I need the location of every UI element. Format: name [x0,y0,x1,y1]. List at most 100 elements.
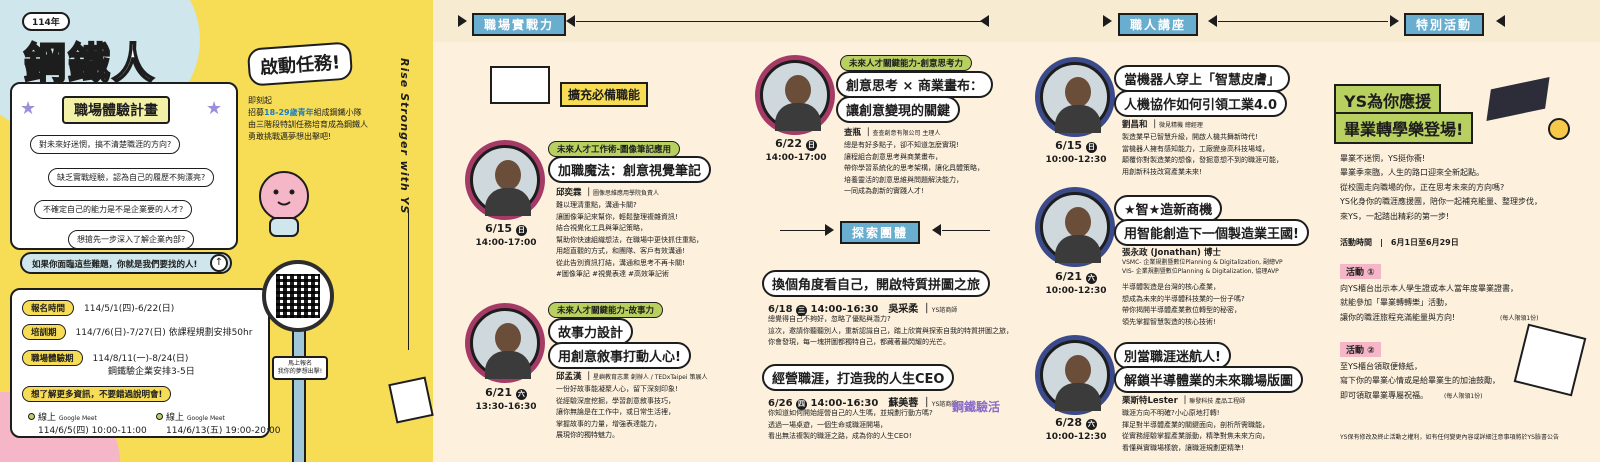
flag-icon [1390,15,1399,27]
activity-1-note: (每人限領1份) [1500,315,1539,322]
lecture-date: 6/15 日 [1055,139,1097,153]
section-explore: 探索團體 [840,221,921,244]
year-badge: 114年 [22,12,70,31]
talk-time: 13:30-16:30 [475,402,537,412]
talk-title: 創意思考 × 商業畫布： [836,71,993,98]
lecture-title: 別當職涯迷航人! [1114,342,1231,369]
speaker-name: 張永政 (Jonathan) 博士 [1122,248,1221,258]
talk-tag: 未來人才工作術-圖像筆記應用 [548,141,681,157]
speaker-photo [1040,340,1110,411]
lecture-time: 10:00-12:30 [1045,432,1107,442]
lecture-desc: 職涯方向不明確?小心原地打轉! 揮足對半導體產業的關鍵面向，剖析所需職能， 從實… [1122,409,1269,452]
activity-2-note: (每人限領1份) [1444,393,1483,400]
speaker-photo [470,145,540,216]
special-intro: 畢業不迷惘，YS挺你衝! 畢業季來臨，人生的路口迎來全新起點。 從校園走向職場的… [1340,154,1542,221]
slogan-vertical: Rise Stronger with YS [398,58,411,215]
explore-title: 換個角度看自己，開啟特質拼圖之旅 [762,270,991,297]
lecture-time: 10:00-12:30 [1045,155,1107,165]
talk-date: 6/15 日 [485,222,527,236]
talk-tag: 未來人才關鍵能力-故事力 [548,302,664,318]
talk-desc: 一份好故事能凝聚人心，留下深刻印象! 從經驗深度挖掘，學習創意敘事技巧， 讓你無… [556,385,678,440]
flag-icon [980,15,989,27]
flag-icon [1208,15,1217,27]
talk-date: 6/22 日 [775,137,817,151]
explore-title: 經營職涯，打造我的人生CEO [762,364,955,391]
explore-meta: 6/18 三 14:00-16:30 吳采柔 ｜YS諮商師 [768,304,958,316]
plan-title: 職場體驗計畫 [62,96,170,124]
talk-title: 加職魔法：創意視覺筆記 [548,156,712,183]
stamp-logo: 鋼鐵驗活 [952,400,1001,414]
graduation-cap-icon [1486,76,1550,122]
activity-1-label: 活動 ① [1340,264,1381,279]
talk-title: 故事力設計 [548,318,634,345]
divider [1218,21,1388,22]
lecture-date: 6/21 六 [1055,270,1097,284]
certificate-icon [1513,323,1587,397]
lecture-title: 用智能創造下一個製造業王國! [1114,219,1309,246]
lecture-title: 解鎖半導體業的未來職場版圖 [1114,366,1304,393]
more-info: 想了解更多資訊，不要錯過說明會! [22,386,181,402]
talk-time: 14:00-17:00 [765,153,827,163]
speaker-role: VSMC- 企業規劃暨數位Planning & Digitalization, … [1122,259,1283,275]
brand-title: 鋼鐵人 [23,38,157,89]
lecture-time: 10:00-12:30 [1045,286,1107,296]
section-lecture: 職人講座 [1118,13,1199,36]
question-bubble: 對未來好迷惘，搞不清楚職涯的方向? [30,135,181,154]
info-row: 鋼鐵驗企業安排3-5日 [108,367,195,377]
arrow-up-icon: ↑ [210,254,228,272]
activity-2-label: 活動 ② [1340,342,1381,357]
mascot-illustration [259,171,309,237]
explore-desc: 總覺得自己不夠好，忽略了優點與潛力? 這次，邀請你聽聽別人，重新認識自己，踏上欣… [768,315,1013,347]
special-title: 畢業轉學樂登場! [1334,112,1474,144]
notepad-icon [388,376,434,424]
qr-sign: 馬上報名 我你的夢想出擊! [272,356,328,380]
qr-frame [262,260,334,332]
lecture-title: 人機協作如何引領工業4.0 [1114,90,1288,117]
speaker-name: 邱孟漢 ｜星嶼教育志業 創辦人 / TEDxTaipei 策展人 [556,372,708,382]
talk-desc: 總是有好多點子，卻不知道怎麼實現! 讓程組合創意思考與商業畫布， 帶你學習系統化… [844,141,984,196]
speaker-photo [470,308,540,379]
dot-icon [156,413,163,420]
talk-title: 讓創意變現的關鍵 [836,96,961,123]
lecture-desc: 半導體製造是台灣的核心產業， 想成為未來的半導體科技業的一份子嗎? 帶你揭開半導… [1122,283,1245,326]
sign-pole [292,330,306,462]
talk-time: 14:00-17:00 [475,238,537,248]
skill-label: 擴充必備職能 [560,82,649,107]
divider [780,230,828,231]
lecture-date: 6/28 六 [1055,416,1097,430]
call-banner: 如果你面臨這些難題，你就是我們要找的人! [20,252,232,274]
speaker-name: 劉昌和 ｜微見精機 總經理 [1122,120,1203,130]
explore-desc: 你知道如何開始經營自己的人生嗎，並規劃行動方嗎? 透過一場桌遊，一個生命或職涯開… [768,409,933,441]
launch-note: 即刻起 招募18-29歲青年組成鋼鐵小隊 由三階段特訓任務培育成為鋼鐵人 勇敢挑… [248,96,368,141]
speaker-name: 查瓶 ｜查查創意有限公司 主理人 [844,128,941,138]
question-bubble: 想搶先一步深入了解企業內部? [68,230,195,249]
star-icon: ★ [206,98,223,119]
explore-meta: 6/26 四 14:00-16:30 蘇美蓉 ｜YS諮商師 [768,398,958,410]
section-special: 特別活動 [1404,13,1485,36]
question-bubble: 缺乏實戰經驗，認為自己的履歷不夠漂亮? [48,168,215,187]
lecture-desc: 製造業早已智慧升級，開啟人機共舞新時代! 當機器人擁有感知能力，工廠變身高科技場… [1122,133,1283,176]
launch-badge: 啟動任務! [246,41,354,87]
flag-icon [458,15,467,27]
medal-icon [1548,118,1570,140]
speaker-photo [1040,62,1110,133]
divider [576,21,988,22]
fine-print: YS保有修改及終止活動之權利，如有任何變更內容或詳細注意事項將於YS臉書公告 [1340,434,1559,441]
talk-desc: 難以理清重點，溝通卡關? 讓圖像筆記來幫你，輕鬆整理複雜資訊! 結合視覺化工具與… [556,201,703,279]
section-workplace: 職場實戰力 [472,13,567,36]
talk-title: 用創意敘事打動人心! [548,342,691,369]
flag-icon [1103,15,1112,27]
speaker-photo [760,60,830,131]
flag-icon [1496,15,1505,27]
speaker-name: 栗斯特Lester ｜聯發科技 產品工程師 [1122,396,1246,406]
book-icon [490,66,550,104]
speaker-photo [1040,192,1110,263]
qr-code[interactable] [276,274,320,318]
question-bubble: 不確定自己的能力是不是企業要的人才? [34,200,193,219]
speaker-name: 邱奕霖 ｜圖像思維應用學院負責人 [556,188,659,198]
